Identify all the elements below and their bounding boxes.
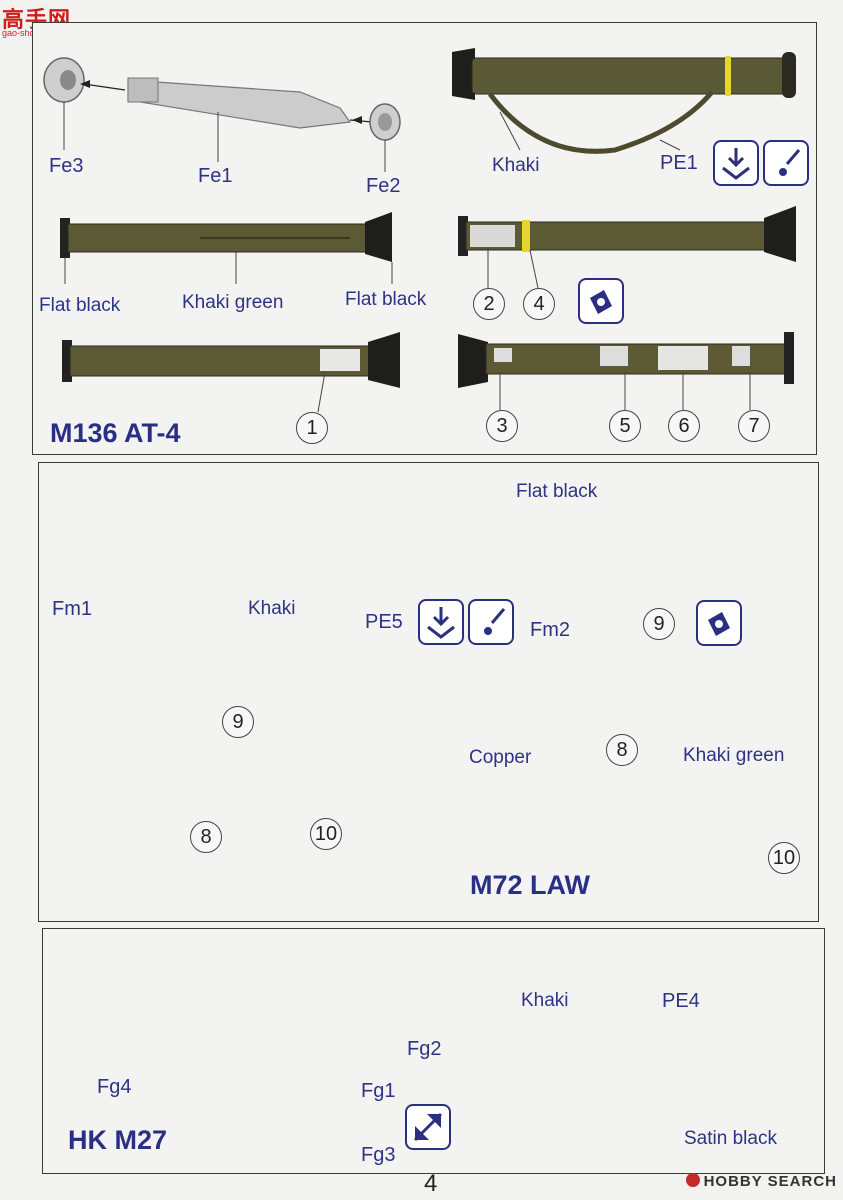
- label-fg3: Fg3: [361, 1144, 396, 1166]
- label-flat-black-right: Flat black: [345, 289, 427, 310]
- paint-drop-icon: [763, 140, 809, 186]
- at4-side-view-a: [60, 212, 392, 262]
- logo-url: gao-shou.com: [2, 28, 60, 38]
- label-copper: Copper: [469, 747, 532, 768]
- label-flat-black-left: Flat black: [39, 295, 121, 316]
- decal-number-1: 1: [296, 412, 328, 444]
- decal-number-2: 2: [473, 288, 505, 320]
- watermark-text: HOBBY SEARCH: [703, 1173, 837, 1190]
- label-khaki-green: Khaki green: [182, 292, 284, 313]
- label-khaki-sling: Khaki: [521, 990, 569, 1011]
- fe3-cap-part: [43, 57, 85, 103]
- label-pe5: PE5: [365, 611, 403, 633]
- decal-number-4: 4: [523, 288, 555, 320]
- watermark-logo-icon: [685, 1173, 700, 1187]
- decal-number-3: 3: [486, 410, 518, 442]
- at4-right-view-a: [458, 206, 796, 262]
- title-m72: M72 LAW: [470, 870, 591, 900]
- decal-number-10-left: 10: [310, 818, 342, 850]
- decal-number-9-left: 9: [222, 706, 254, 738]
- label-fe1: Fe1: [198, 165, 233, 187]
- label-flat-black: Flat black: [516, 481, 598, 502]
- decal-apply-icon: [696, 600, 742, 646]
- fe1-tube-part: [127, 77, 352, 129]
- label-pe1: PE1: [660, 152, 698, 174]
- label-fe3: Fe3: [49, 155, 84, 177]
- label-khaki-green-m72: Khaki green: [683, 745, 785, 766]
- label-satin-black: Satin black: [684, 1128, 777, 1149]
- decal-number-10-right: 10: [768, 842, 800, 874]
- panel-m72: [38, 462, 819, 922]
- decal-number-5: 5: [609, 410, 641, 442]
- cut-part-icon: [405, 1104, 451, 1150]
- title-hk-m27: HK M27: [68, 1125, 168, 1155]
- title-m136: M136 AT-4: [50, 418, 181, 448]
- fold-down-icon: [418, 599, 464, 645]
- label-khaki-m72: Khaki: [248, 598, 296, 619]
- label-fm2: Fm2: [530, 619, 570, 641]
- paint-drop-icon: [468, 599, 514, 645]
- at4-right-view-b: [458, 332, 794, 388]
- decal-number-8-left: 8: [190, 821, 222, 853]
- decal-number-8-right: 8: [606, 734, 638, 766]
- label-fe2: Fe2: [366, 175, 401, 197]
- label-pe4: PE4: [662, 990, 700, 1012]
- decal-number-9-right: 9: [643, 608, 675, 640]
- fold-down-icon: [713, 140, 759, 186]
- at4-side-view-b: [62, 332, 400, 388]
- decal-apply-icon: [578, 278, 624, 324]
- label-fg4: Fg4: [97, 1076, 132, 1098]
- fe2-cap-part: [369, 103, 401, 141]
- label-khaki-strap: Khaki: [492, 155, 540, 176]
- page-number: 4: [424, 1170, 438, 1197]
- hobby-search-watermark: HOBBY SEARCH: [685, 1173, 837, 1190]
- label-fg1: Fg1: [361, 1080, 396, 1102]
- at4-assembled: [452, 48, 796, 154]
- label-fg2: Fg2: [407, 1038, 442, 1060]
- label-fm1: Fm1: [52, 598, 92, 620]
- decal-number-6: 6: [668, 410, 700, 442]
- decal-number-7: 7: [738, 410, 770, 442]
